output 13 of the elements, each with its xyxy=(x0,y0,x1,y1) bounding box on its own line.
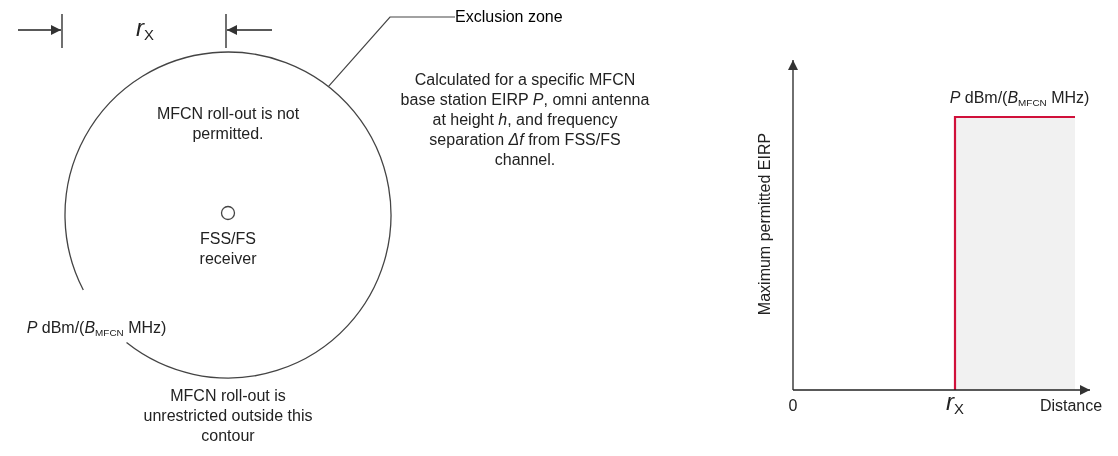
annotation-text: Distance xyxy=(1038,396,1104,416)
zone-label: Exclusion zone xyxy=(455,7,595,27)
annotation-text: r$_{X}$ xyxy=(945,392,965,420)
node-text: FSS/FS receiver xyxy=(198,229,258,269)
annotation-text: P dBm/(B$_{MFCN}$ MHz) xyxy=(25,318,168,340)
axis-label: Maximum permitted EIRP xyxy=(755,131,774,318)
annotation-text: Calculated for a specific MFCN base station EIRP P, omni antenna at height h, and frequency separation Δf from FSS/FS channel. xyxy=(400,70,650,170)
leader-line xyxy=(327,16,456,88)
node-text: MFCN roll-out is not permitted. xyxy=(155,104,301,144)
annotation-text: r$_{X}$ xyxy=(135,18,155,46)
annotation-text: 0 xyxy=(787,396,799,416)
annotation-text: P dBm/(B$_{MFCN}$ MHz) xyxy=(948,88,1091,110)
annotation-text: MFCN roll-out is unrestricted outside this contour xyxy=(142,386,314,446)
